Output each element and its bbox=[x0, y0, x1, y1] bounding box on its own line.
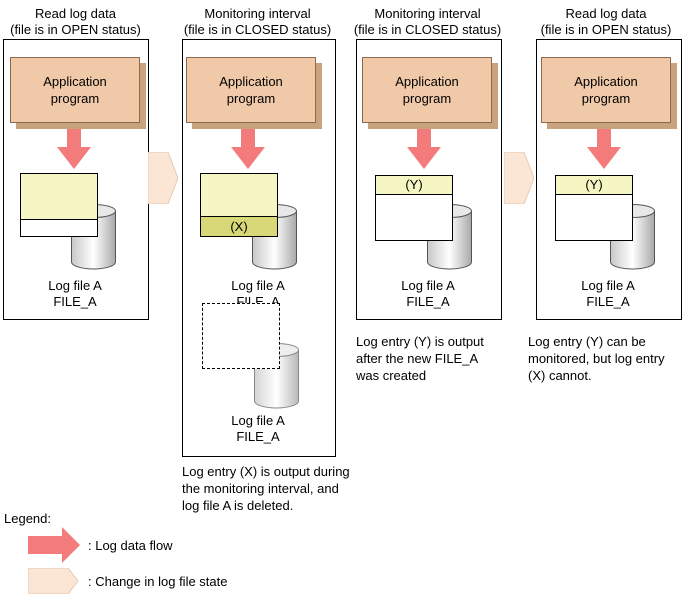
panel4-header-line1: Read log data bbox=[565, 6, 647, 21]
panel1-application-program: Application program bbox=[10, 57, 140, 123]
panel3-application-program: Application program bbox=[362, 57, 492, 123]
panel2-file-label-line1: Log file A bbox=[231, 278, 285, 293]
panel4-log-flow-arrow bbox=[587, 129, 621, 169]
panel1-file-label-line2: FILE_A bbox=[53, 294, 97, 309]
panel4-log-entry-y: (Y) bbox=[556, 176, 632, 195]
panel3-log-flow-arrow bbox=[407, 129, 441, 169]
panel4-file-label: Log file A FILE_A bbox=[536, 278, 680, 310]
state-change-arrow-1 bbox=[148, 152, 178, 204]
legend-title: Legend: bbox=[4, 511, 51, 526]
panel3-log-entry-y: (Y) bbox=[376, 176, 452, 195]
panel4-file-label-line1: Log file A bbox=[581, 278, 635, 293]
panel2-header: Monitoring interval (file is in CLOSED s… bbox=[170, 6, 345, 38]
panel3-header-line1: Monitoring interval bbox=[374, 6, 481, 21]
state-change-arrow-2 bbox=[504, 152, 534, 204]
panel3-header-line2: (file is in CLOSED status) bbox=[353, 22, 502, 37]
panel2-header-line2: (file is in CLOSED status) bbox=[183, 22, 332, 37]
panel4-application-program: Application program bbox=[541, 57, 671, 123]
panel4-header: Read log data (file is in OPEN status) bbox=[527, 6, 685, 38]
panel2-note-line2: the monitoring interval, and bbox=[182, 481, 339, 496]
panel2-note-line3: log file A is deleted. bbox=[182, 498, 294, 513]
panel4-note: Log entry (Y) can be monitored, but log … bbox=[528, 333, 665, 384]
panel3-note-line3: was created bbox=[356, 368, 427, 383]
panel1-header-line1: Read log data bbox=[35, 6, 116, 21]
panel4-file-label-line2: FILE_A bbox=[586, 294, 630, 309]
panel3-note: Log entry (Y) is output after the new FI… bbox=[356, 333, 484, 384]
panel2-note-line1: Log entry (X) is output during bbox=[182, 464, 350, 479]
panel2-log-flow-arrow bbox=[231, 129, 265, 169]
legend-flow-label: : Log data flow bbox=[88, 538, 173, 553]
panel2-log-entry-x: (X) bbox=[201, 216, 277, 236]
panel4-app-label-line2: program bbox=[581, 91, 631, 106]
panel3-file-label: Log file A FILE_A bbox=[356, 278, 500, 310]
panel2-deleted-file-label: Log file A FILE_A bbox=[182, 413, 334, 445]
panel1-file-label: Log file A FILE_A bbox=[3, 278, 147, 310]
panel2-app-label-line2: program bbox=[226, 91, 276, 106]
panel2-application-program: Application program bbox=[186, 57, 316, 123]
panel1-app-label-line2: program bbox=[50, 91, 100, 106]
panel1-log-file-empty-area bbox=[21, 219, 97, 236]
panel3-app-label-line2: program bbox=[402, 91, 452, 106]
panel1-file-label-line1: Log file A bbox=[48, 278, 102, 293]
panel2-note: Log entry (X) is output during the monit… bbox=[182, 463, 350, 514]
panel1-log-file bbox=[20, 173, 98, 237]
panel3-file-label-line1: Log file A bbox=[401, 278, 455, 293]
panel2-app-label-line1: Application bbox=[219, 74, 283, 89]
panel4-header-line2: (file is in OPEN status) bbox=[540, 22, 672, 37]
panel3-log-file: (Y) bbox=[375, 175, 453, 241]
panel3-header: Monitoring interval (file is in CLOSED s… bbox=[340, 6, 515, 38]
panel1-log-flow-arrow bbox=[57, 129, 91, 169]
panel4-note-line2: monitored, but log entry bbox=[528, 351, 665, 366]
panel2-deleted-label-line2: FILE_A bbox=[236, 429, 280, 444]
panel4-note-line1: Log entry (Y) can be bbox=[528, 334, 646, 349]
panel3-note-line2: after the new FILE_A bbox=[356, 351, 479, 366]
panel4-note-line3: (X) cannot. bbox=[528, 368, 592, 383]
panel3-note-line1: Log entry (Y) is output bbox=[356, 334, 484, 349]
legend-state-label: : Change in log file state bbox=[88, 574, 228, 589]
panel2-deleted-label-line1: Log file A bbox=[231, 413, 285, 428]
panel1-header-line2: (file is in OPEN status) bbox=[10, 22, 141, 37]
legend-flow-arrow-icon bbox=[28, 527, 80, 563]
panel2-header-line1: Monitoring interval bbox=[204, 6, 311, 21]
panel1-app-label-line1: Application bbox=[43, 74, 107, 89]
panel1-header: Read log data (file is in OPEN status) bbox=[2, 6, 149, 38]
legend-state-arrow-icon bbox=[28, 568, 78, 594]
panel2-log-file: (X) bbox=[200, 173, 278, 237]
panel3-app-label-line1: Application bbox=[395, 74, 459, 89]
panel3-file-label-line2: FILE_A bbox=[406, 294, 450, 309]
panel2-deleted-log-file bbox=[202, 303, 280, 369]
panel4-log-file: (Y) bbox=[555, 175, 633, 241]
panel4-app-label-line1: Application bbox=[574, 74, 638, 89]
